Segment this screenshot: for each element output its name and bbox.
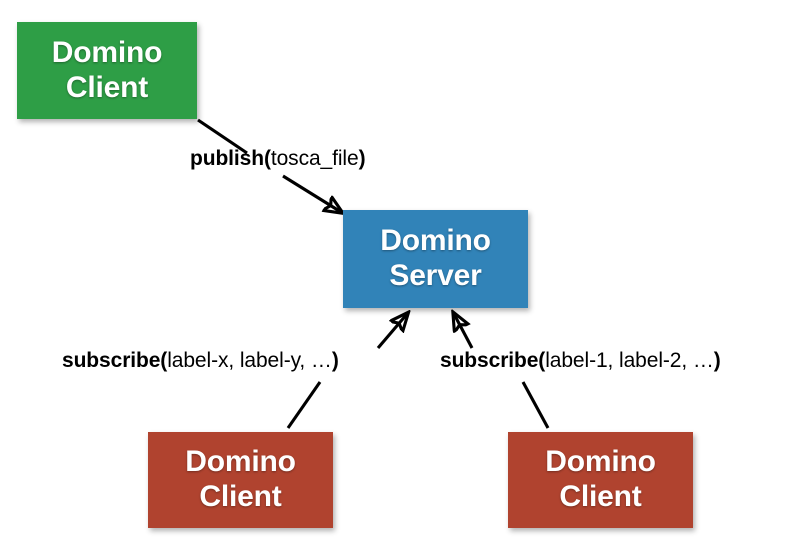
edge-label-subscribe-left: subscribe(label-x, label-y, …): [62, 350, 339, 371]
node-label-line2: Client: [65, 70, 149, 104]
edge-label-call: publish(: [190, 147, 271, 170]
node-label-line1: Domino: [185, 445, 296, 479]
node-label-line1: Domino: [51, 35, 163, 69]
node-domino-client-subscriber-right[interactable]: Domino Client: [508, 432, 693, 528]
node-label-line2: Client: [199, 480, 282, 513]
node-domino-server[interactable]: Domino Server: [343, 210, 528, 308]
node-domino-client-publisher[interactable]: Domino Client: [17, 22, 197, 119]
edge-label-close: ): [331, 349, 339, 372]
edge-label-args: tosca_file: [270, 147, 359, 170]
node-label-line1: Domino: [380, 224, 491, 258]
node-label-line2: Server: [389, 259, 482, 292]
edge-label-args: label-1, label-2, …: [545, 349, 714, 372]
node-label-line2: Client: [559, 480, 642, 513]
node-domino-client-subscriber-left[interactable]: Domino Client: [148, 432, 333, 528]
edge-label-subscribe-right: subscribe(label-1, label-2, …): [440, 350, 721, 371]
edge-label-publish: publish(tosca_file): [190, 147, 366, 170]
edge-label-args: label-x, label-y, …: [167, 349, 332, 372]
edge-label-close: ): [358, 147, 366, 170]
edge-label-call: subscribe(: [62, 349, 168, 372]
node-label-line1: Domino: [545, 445, 656, 479]
edge-label-close: ): [713, 349, 721, 372]
edge-label-call: subscribe(: [440, 349, 546, 372]
